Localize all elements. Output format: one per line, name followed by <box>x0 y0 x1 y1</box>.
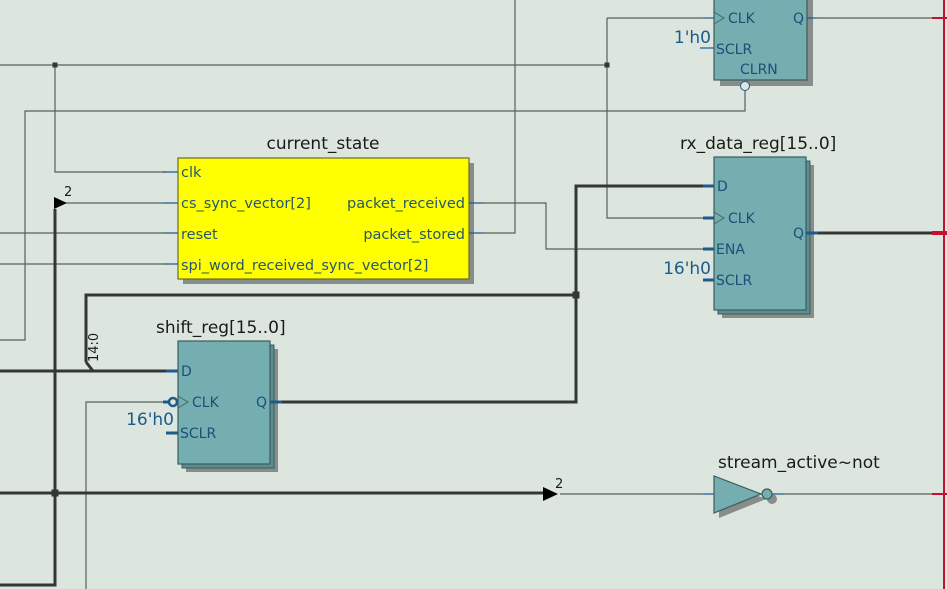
sclr-constant: 1'h0 <box>674 28 711 48</box>
pin-label-d: D <box>717 179 728 195</box>
bus-width-label: 2 <box>64 185 72 200</box>
bus-cs-sync-vector[interactable] <box>0 209 57 587</box>
wire-clk-to-current-state[interactable] <box>54 65 166 173</box>
junction-dot <box>572 291 580 299</box>
output-pin-label: packet_received <box>347 196 465 212</box>
input-pin-label: spi_word_received_sync_vector[2] <box>181 258 428 274</box>
register-body[interactable] <box>713 156 807 311</box>
sclr-constant: 16'h0 <box>126 410 174 430</box>
top-register[interactable]: CLK SCLR CLRN Q 1'h0 <box>674 0 818 91</box>
wire-reset-to-clrn[interactable] <box>0 91 746 341</box>
junction-dot <box>51 489 59 497</box>
pin-label-q: Q <box>256 395 267 411</box>
input-pin-stubs <box>703 184 714 282</box>
input-pin-stubs <box>166 369 178 435</box>
pin-label-sclr: SCLR <box>716 42 752 58</box>
pin-label-sclr: SCLR <box>716 273 752 289</box>
clock-triangle-icon <box>713 211 725 225</box>
shift-reg-block[interactable]: shift_reg[15..0] D CLK SCLR Q 16'h0 <box>126 318 286 472</box>
bus-arrow-icon <box>54 197 67 209</box>
clock-triangle-icon <box>177 395 189 409</box>
wire-shift-reg-clk[interactable] <box>85 401 165 589</box>
register-body[interactable] <box>177 340 271 465</box>
bus-slice-label: 14:0 <box>87 333 102 362</box>
pin-label-clk: CLK <box>728 211 756 227</box>
wire-packet-received-to-ena[interactable] <box>484 202 703 250</box>
state-machine-body[interactable] <box>177 157 470 280</box>
block-title: current_state <box>267 134 380 154</box>
pin-label-q: Q <box>793 226 804 242</box>
inversion-bubble-icon <box>761 488 773 500</box>
block-title: rx_data_reg[15..0] <box>680 134 836 154</box>
pin-label-ena: ENA <box>716 242 745 258</box>
buses <box>0 184 932 587</box>
rx-data-reg-block[interactable]: rx_data_reg[15..0] D CLK ENA SCLR Q 16'h… <box>663 134 836 318</box>
stream-active-inverter[interactable]: stream_active~not <box>703 453 880 518</box>
junction-dot <box>52 62 58 68</box>
inversion-bubble-icon <box>740 81 750 91</box>
pin-label-clk: CLK <box>728 11 756 27</box>
bus-arrow-icon <box>543 487 558 501</box>
pin-label-sclr: SCLR <box>180 426 216 442</box>
clock-triangle-icon <box>713 11 725 25</box>
input-pin-stubs <box>163 171 178 265</box>
output-pin-stubs <box>469 202 484 234</box>
pin-label-clk: CLK <box>192 395 220 411</box>
bus-shift-reg-q[interactable] <box>282 295 578 404</box>
inverter-triangle-icon[interactable] <box>713 475 763 514</box>
block-title: shift_reg[15..0] <box>156 318 286 338</box>
input-pin-label: cs_sync_vector[2] <box>181 196 311 212</box>
sclr-constant: 16'h0 <box>663 259 711 279</box>
pin-label-q: Q <box>793 11 804 27</box>
input-pin-label: reset <box>181 227 218 243</box>
register-body[interactable] <box>713 0 808 81</box>
wire-clk-to-rx-data-reg[interactable] <box>606 18 703 219</box>
junction-dot <box>604 62 610 68</box>
block-title: stream_active~not <box>718 453 880 473</box>
output-pin-label: packet_stored <box>363 227 465 243</box>
wire-packet-stored[interactable] <box>484 0 516 234</box>
inversion-bubble-icon <box>167 396 179 408</box>
pin-label-clrn: CLRN <box>740 62 778 78</box>
current-state-block[interactable]: current_state clk cs_sync_vector[2] rese… <box>163 134 484 284</box>
input-pin-label: clk <box>181 165 202 181</box>
output-port-boundary <box>932 0 947 589</box>
bus-slice-tap <box>84 361 95 372</box>
bus-width-label: 2 <box>555 477 563 492</box>
pin-label-d: D <box>181 364 192 380</box>
